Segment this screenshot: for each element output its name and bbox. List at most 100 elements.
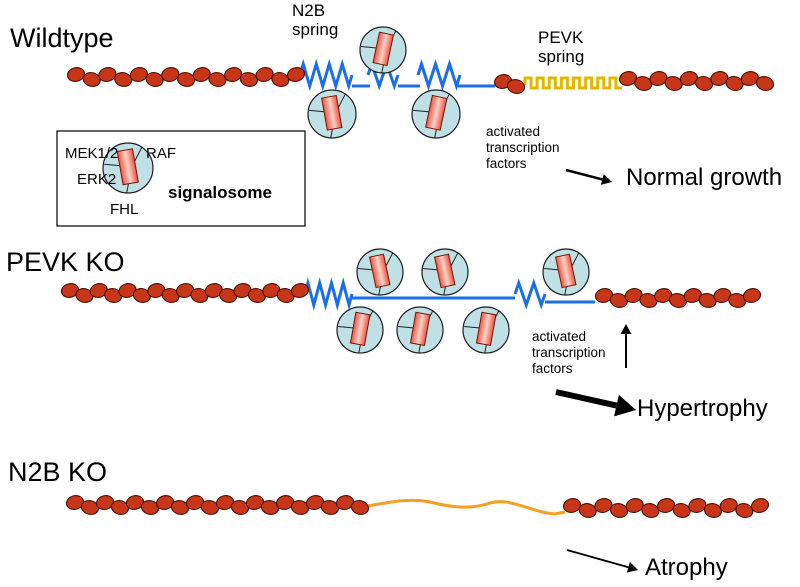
titin-bead [664, 76, 683, 91]
fhl-protein [116, 148, 139, 186]
fhl-protein [321, 94, 343, 131]
titin-bead [710, 71, 729, 86]
titin-bead [66, 67, 86, 82]
pevk-signalosome [336, 306, 384, 354]
titin-bead [698, 293, 717, 308]
titin-bead [230, 500, 250, 515]
titin-bead [118, 283, 137, 298]
arrow-head [614, 394, 636, 417]
titin-bead [147, 283, 166, 298]
atrophy-arrow [566, 549, 638, 573]
titin-bead [735, 503, 754, 518]
titin-bead [239, 72, 258, 87]
legend-signalosome [102, 142, 154, 194]
normal-growth-outcome: Normal growth [626, 164, 783, 191]
titin-bead [695, 76, 714, 91]
titin-bead [170, 500, 190, 515]
titin-bead [75, 288, 94, 303]
fhl-protein [433, 253, 456, 289]
titin-bead [219, 288, 238, 303]
titin-bead [208, 72, 227, 87]
titin-bead [104, 288, 123, 303]
titin-bead [161, 67, 180, 82]
wt-n2b-spring-a [298, 58, 354, 92]
wt-signalosome [411, 89, 461, 139]
fhl-protein [475, 311, 497, 346]
titin-bead [683, 288, 702, 303]
wt-signalosome [307, 89, 357, 139]
arrow-head [620, 324, 632, 334]
titin-bead [175, 283, 195, 298]
arrow-head [626, 561, 638, 573]
hypertrophy-arrow [555, 389, 636, 417]
signalosome-legend-box [56, 130, 306, 227]
titin-bead [204, 283, 223, 298]
wt-tf-line3: factors [486, 156, 527, 171]
atrophy-outcome: Atrophy [645, 554, 728, 581]
titin-bead [742, 288, 762, 303]
pevk-signalosome [462, 306, 510, 354]
titin-bead [255, 67, 274, 82]
titin-bead [305, 495, 325, 510]
titin-bead [609, 293, 628, 308]
fhl-protein [368, 253, 391, 289]
legend-raf-label: RAF [146, 145, 176, 162]
titin-bead [247, 288, 266, 303]
pevk-signalosome [421, 248, 469, 296]
fhl-protein [349, 311, 371, 346]
titin-bead [161, 288, 180, 303]
pevk-n2b-spring-a [303, 277, 354, 311]
titin-bead [320, 500, 340, 515]
legend-mek-label: MEK1/2 [65, 145, 119, 162]
pevk-up-arrow [620, 324, 632, 368]
titin-bead [679, 71, 698, 86]
fhl-protein [372, 31, 395, 67]
titin-bead [703, 503, 723, 518]
arrow-shaft [566, 549, 629, 569]
titin-bead [176, 72, 196, 87]
titin-bead [185, 495, 205, 510]
n2b-ko-title: N2B KO [8, 457, 108, 487]
titin-bead [200, 500, 220, 515]
legend-erk-label: ERK2 [77, 171, 117, 188]
titin-bead [132, 288, 151, 303]
pevk-signalosome [356, 248, 404, 296]
titin-bead [609, 503, 629, 518]
wt-growth-arrow [565, 168, 612, 185]
n2b-bead-chain-right [562, 498, 770, 518]
titin-bead [82, 72, 101, 87]
titin-bead [668, 293, 688, 308]
titin-bead [654, 288, 673, 303]
titin-bead [578, 503, 597, 518]
titin-bead [594, 498, 613, 513]
titin-bead [506, 79, 526, 94]
pevk-spring-label-line2: spring [538, 47, 585, 66]
wt-n2b-spring-c [416, 59, 462, 91]
titin-bead [639, 293, 658, 308]
titin-bead [618, 71, 638, 86]
titin-bead [755, 76, 775, 91]
fhl-protein [425, 94, 448, 131]
hypertrophy-outcome: Hypertrophy [637, 395, 768, 422]
pevk-bead-chain-left [60, 283, 310, 303]
titin-bead [725, 76, 744, 91]
fhl-protein [409, 311, 431, 346]
titin-bead [125, 495, 145, 510]
titin-bead [215, 495, 235, 510]
titin-bead [65, 495, 85, 510]
pevk-signalosome [396, 306, 444, 354]
titin-bead [672, 503, 691, 518]
arrow-shaft [565, 168, 603, 181]
titin-bead [89, 283, 108, 298]
n2b-spring-label-line1: N2B [292, 1, 326, 20]
pevk-bead-chain-right [594, 288, 762, 308]
titin-bead [110, 500, 130, 515]
titin-bead [192, 67, 211, 82]
titin-bead [649, 71, 668, 86]
titin-bead [713, 288, 732, 303]
titin-bead [594, 288, 614, 303]
titin-bead [190, 288, 209, 303]
titin-bead [624, 288, 643, 303]
titin-bead [634, 76, 653, 91]
titin-bead [728, 293, 747, 308]
